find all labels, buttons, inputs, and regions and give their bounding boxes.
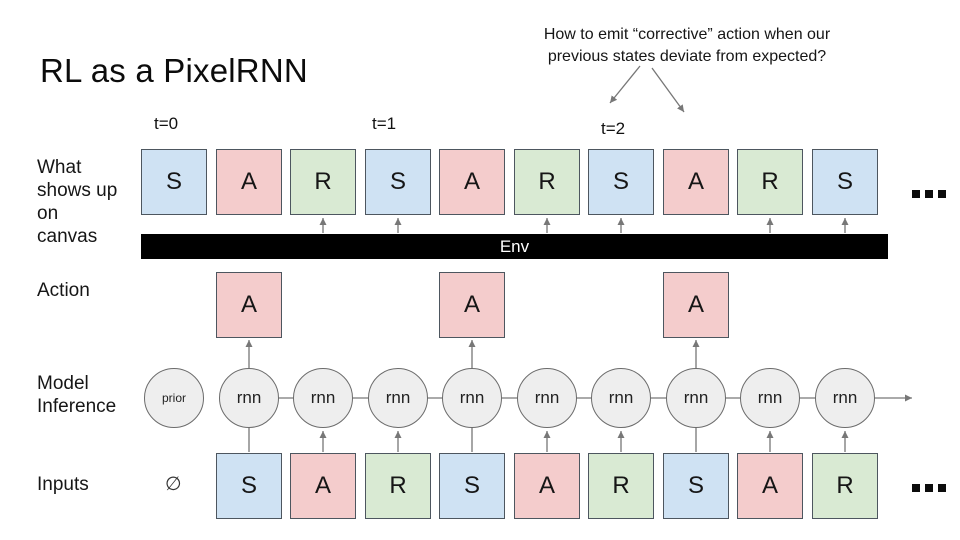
input-action-box: A — [290, 453, 356, 519]
canvas-reward-box: R — [737, 149, 803, 215]
row-label-model-line2: Inference — [37, 396, 117, 417]
env-bar: Env — [141, 234, 888, 259]
rnn-node: rnn — [740, 368, 800, 428]
rnn-node: rnn — [368, 368, 428, 428]
canvas-reward-box: R — [290, 149, 356, 215]
annotation-text: How to emit “corrective” action when our… — [500, 24, 874, 68]
input-state-box: S — [216, 453, 282, 519]
canvas-action-box: A — [216, 149, 282, 215]
row-label-inputs: Inputs — [37, 474, 89, 495]
rnn-node: rnn — [591, 368, 651, 428]
row-label-canvas: What shows up on canvas — [37, 156, 117, 248]
empty-set-symbol: ∅ — [165, 474, 182, 495]
ellipsis-inputs — [912, 484, 946, 492]
row-label-canvas-line4: canvas — [37, 226, 98, 247]
env-label: Env — [499, 236, 530, 256]
annotation-line1: How to emit “corrective” action when our — [543, 26, 831, 43]
action-action-box: A — [439, 272, 505, 338]
input-reward-box: R — [812, 453, 878, 519]
row-label-canvas-line3: on — [37, 203, 59, 224]
canvas-state-box: S — [588, 149, 654, 215]
input-action-box: A — [514, 453, 580, 519]
canvas-reward-box: R — [514, 149, 580, 215]
row-label-model-line1: Model — [37, 373, 89, 394]
rnn-node: rnn — [815, 368, 875, 428]
input-reward-box: R — [365, 453, 431, 519]
page-title: RL as a PixelRNN — [40, 52, 308, 89]
annotation-arrow-left — [609, 65, 641, 104]
row-label-canvas-line1: What — [37, 157, 82, 178]
row-label-canvas-line2: shows up — [37, 180, 118, 201]
env-to-canvas-arrows — [319, 218, 849, 233]
action-action-box: A — [663, 272, 729, 338]
input-state-box: S — [663, 453, 729, 519]
rnn-node: rnn — [442, 368, 502, 428]
ellipsis-canvas — [912, 190, 946, 198]
row-label-model: Model Inference — [37, 372, 116, 418]
time-label-t0: t=0 — [154, 114, 179, 133]
annotation-arrows — [609, 65, 685, 113]
canvas-state-box: S — [365, 149, 431, 215]
input-state-box: S — [439, 453, 505, 519]
canvas-state-box: S — [141, 149, 207, 215]
input-reward-box: R — [588, 453, 654, 519]
action-action-box: A — [216, 272, 282, 338]
row-label-action: Action — [37, 280, 90, 301]
input-action-box: A — [737, 453, 803, 519]
rnn-to-action-arrows — [245, 340, 700, 368]
prior-node: prior — [144, 368, 204, 428]
canvas-action-box: A — [663, 149, 729, 215]
annotation-arrow-right — [651, 67, 685, 113]
time-label-t2: t=2 — [601, 119, 626, 138]
rnn-node: rnn — [666, 368, 726, 428]
rnn-node: rnn — [293, 368, 353, 428]
rnn-node: rnn — [517, 368, 577, 428]
canvas-action-box: A — [439, 149, 505, 215]
annotation-line2: previous states deviate from expected? — [547, 48, 827, 65]
time-label-t1: t=1 — [372, 114, 397, 133]
rnn-node: rnn — [219, 368, 279, 428]
input-to-rnn-links — [248, 426, 849, 452]
canvas-state-box: S — [812, 149, 878, 215]
